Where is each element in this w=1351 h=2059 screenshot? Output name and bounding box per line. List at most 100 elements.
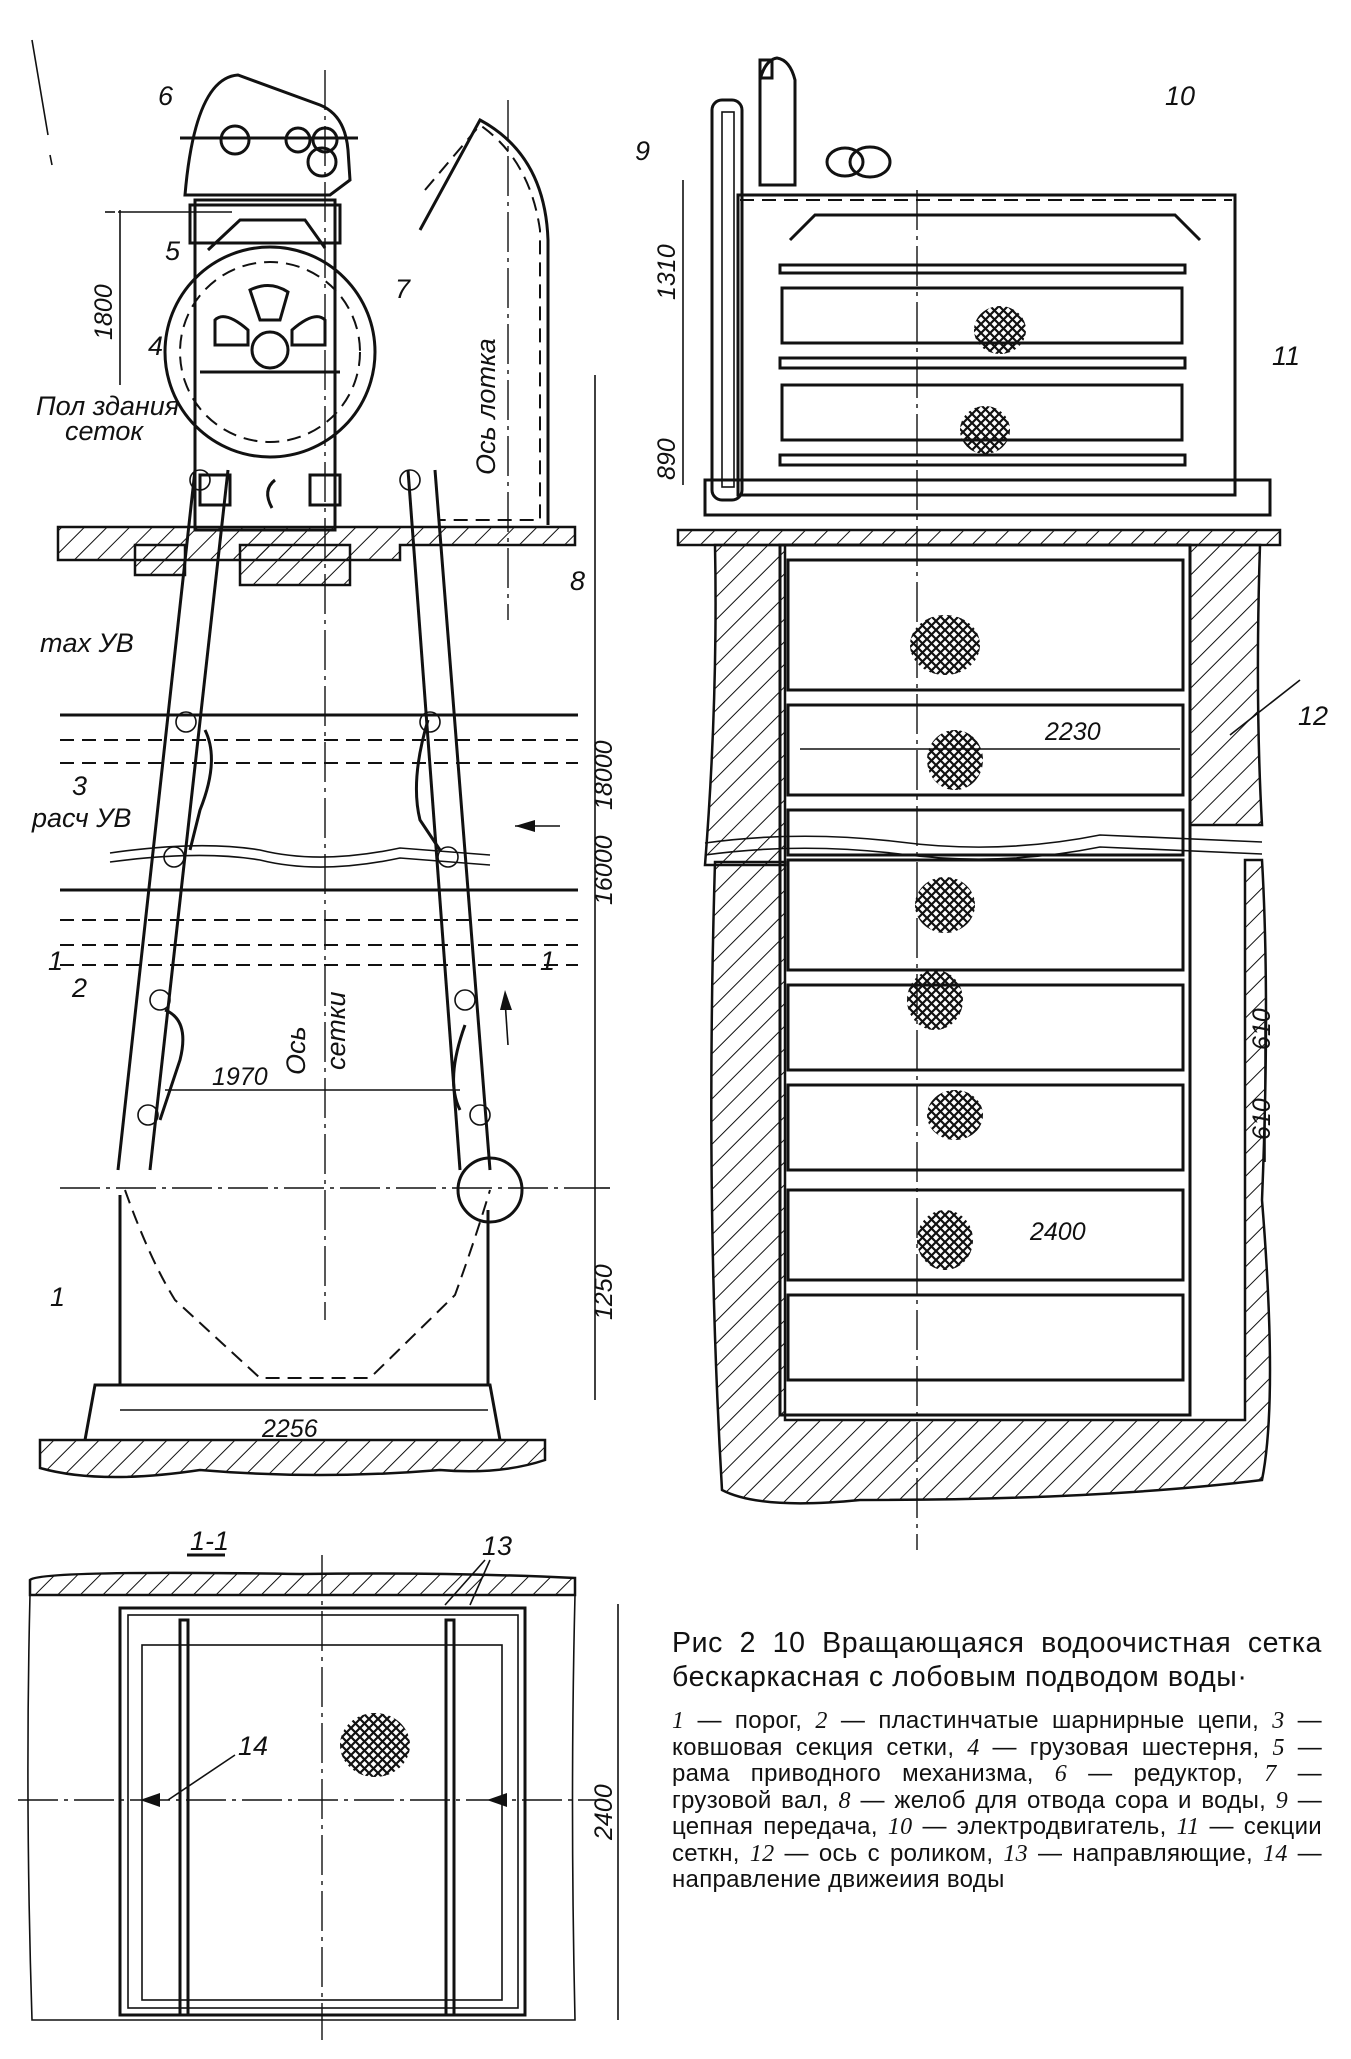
callout-13-leader — [444, 1559, 486, 1606]
wall-left-upper — [703, 543, 787, 867]
legend-item: 14 — направление движеиия воды — [672, 1840, 1322, 1894]
callout-14: 14 — [238, 1731, 268, 1761]
legend-number: 12 — [749, 1840, 775, 1867]
dim-18000: 18000 — [590, 740, 618, 810]
legend-number: 9 — [1275, 1787, 1289, 1814]
legend-item: 3 — ковшовая секция сетки, — [672, 1707, 1322, 1761]
dim-610-1: 610 — [1248, 1008, 1276, 1050]
callout-6: 6 — [158, 81, 174, 111]
legend-number: 11 — [1176, 1814, 1200, 1840]
callout-14-leader — [167, 1754, 236, 1801]
dim-610-2: 610 — [1248, 1098, 1276, 1140]
guide-right — [444, 1618, 456, 2017]
stray-mark — [31, 39, 53, 166]
flow-direction-arrow-right — [487, 1793, 507, 1807]
callout-10: 10 — [1165, 81, 1195, 111]
legend-number: 14 — [1263, 1840, 1288, 1867]
callout-1: 1 — [50, 1282, 65, 1312]
section-mark-right: 1 — [540, 946, 555, 976]
legend-number: 5 — [1272, 1734, 1285, 1761]
callout-2: 2 — [71, 973, 87, 1003]
legend-text: — грузовой вал, — [672, 1760, 1322, 1814]
callout-8: 8 — [570, 566, 585, 596]
callout-12-leader — [1229, 679, 1301, 736]
legend-item: 6 — редуктор, — [1055, 1760, 1265, 1787]
figure-number: Рис 2 10 — [672, 1627, 806, 1659]
section-mark-left: 1 — [48, 946, 63, 976]
legend-text: — желоб для отвода сора и воды, — [850, 1786, 1276, 1814]
screen-sections — [786, 558, 1185, 1382]
callout-4: 4 — [148, 331, 163, 361]
chain-bottom-loop — [124, 1189, 491, 1379]
legend-number: 8 — [838, 1787, 851, 1814]
side-view — [31, 39, 610, 1479]
bottom-sprocket — [456, 1156, 524, 1224]
legend-item: 13 — направляющие, — [1003, 1840, 1263, 1867]
break-line — [109, 844, 491, 858]
chain-right — [399, 469, 492, 1171]
legend-number: 6 — [1054, 1761, 1068, 1787]
caption-legend: 1 — порог, 2 — пластинчатые шарнирные це… — [672, 1707, 1322, 1894]
dim-890: 890 — [653, 438, 681, 480]
legend-item: 10 — электродвигатель, — [888, 1813, 1177, 1840]
legend-text: — направление движеиия воды — [672, 1839, 1322, 1893]
dim-2400-section: 2400 — [590, 1784, 618, 1841]
legend-number: 13 — [1003, 1840, 1028, 1867]
dim-16000: 16000 — [590, 835, 618, 905]
callout-5: 5 — [165, 236, 181, 266]
section-1-1-view — [18, 1553, 619, 2040]
floor-label: Пол здания — [36, 391, 179, 421]
screen-body — [778, 543, 1192, 1417]
legend-text: — порог, — [684, 1707, 816, 1734]
screen-section-top — [778, 263, 1187, 467]
legend-item: 8 — желоб для отвода сора и воды, — [839, 1787, 1276, 1814]
figure-title: Вращающаяся водоочистная сетка бескаркас… — [672, 1627, 1322, 1693]
legend-item: 11 — секции сеткн, — [672, 1813, 1322, 1867]
legend-item: 1 — порог, — [672, 1707, 815, 1734]
chain-left — [116, 469, 230, 1171]
chain-drive — [710, 98, 744, 502]
callout-9: 9 — [635, 136, 650, 166]
flow-arrow-left — [515, 820, 560, 832]
legend-item: 7 — грузовой вал, — [672, 1760, 1322, 1814]
flow-direction-arrow-left — [140, 1793, 160, 1807]
front-view — [676, 56, 1301, 1550]
dim-1800: 1800 — [90, 284, 118, 340]
wall-right-upper — [1188, 543, 1264, 827]
legend-item: 9 — цепная передача, — [672, 1787, 1322, 1841]
legend-item: 5 — рама приводного механизма, — [672, 1734, 1322, 1788]
figure-caption: Рис 2 10 Вращающаяся водоочистная сетка … — [672, 1626, 1322, 1894]
callout-11: 11 — [1272, 341, 1300, 371]
screen-axis-label-2: сетки — [321, 992, 351, 1070]
legend-number: 7 — [1264, 1761, 1277, 1787]
legend-item: 2 — пластинчатые шарнирные цепи, — [815, 1707, 1272, 1734]
upper-frame — [736, 193, 1237, 497]
drive-shaft — [250, 330, 290, 370]
dim-2230: 2230 — [1044, 718, 1101, 746]
legend-text: — секции сеткн, — [672, 1813, 1323, 1867]
electric-motor — [848, 145, 892, 179]
legend-text: — грузовая шестерня, — [979, 1733, 1273, 1761]
wall-lower — [710, 858, 1272, 1505]
drive-frame — [193, 198, 337, 532]
legend-text: — ковшовая секция сетки, — [672, 1707, 1322, 1761]
chain-direction-arrow — [500, 990, 512, 1046]
guide-left — [178, 1618, 190, 2017]
debris-trough — [424, 123, 541, 521]
max-water-level-label: max УВ — [40, 628, 134, 658]
design-water-level-label: расч УВ — [31, 803, 131, 833]
threshold — [118, 1195, 490, 1387]
legend-text: — электродвигатель, — [912, 1813, 1177, 1840]
legend-item: 12 — ось с роликом, — [750, 1840, 1004, 1867]
caption-title: Рис 2 10 Вращающаяся водоочистная сетка … — [672, 1626, 1322, 1694]
dim-1970: 1970 — [212, 1063, 268, 1091]
legend-text: — редуктор, — [1067, 1760, 1265, 1787]
screen-axis-label-1: Ось — [281, 1026, 311, 1075]
legend-text: — направляющие, — [1027, 1839, 1264, 1867]
trough-axis-label: Ось лотка — [471, 338, 501, 475]
legend-text: — рама приводного механизма, — [672, 1733, 1322, 1787]
section-top-wall — [28, 1571, 577, 1597]
legend-text: — цепная передача, — [672, 1786, 1322, 1840]
break-line-front — [704, 834, 1263, 848]
